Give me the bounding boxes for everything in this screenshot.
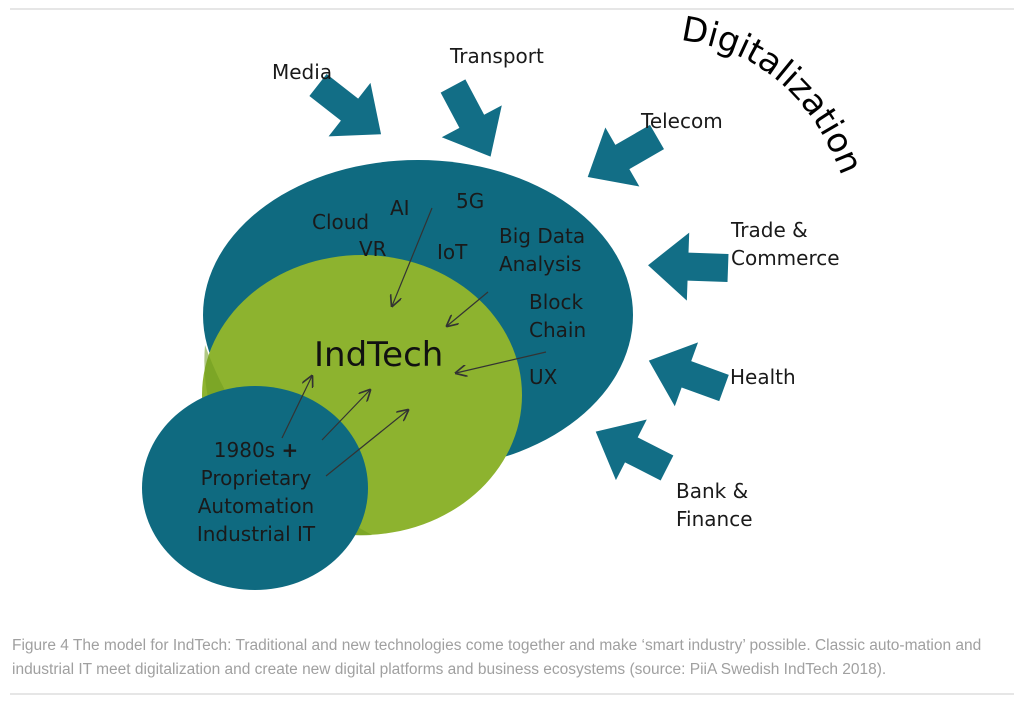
legacy-line1: 1980s +	[214, 438, 298, 462]
bank-arrow	[595, 419, 674, 481]
tech-blockchain-line2: Chain	[529, 318, 586, 342]
top-divider	[10, 8, 1014, 10]
ux-arrow	[456, 351, 547, 373]
domain-trade-line1: Trade &	[730, 218, 808, 242]
connector-arrows	[281, 207, 547, 477]
domain-bank-line1: Bank &	[676, 479, 748, 503]
media-arrow	[309, 73, 382, 137]
legacy-arrow-3	[325, 410, 408, 477]
domain-trade-line2: Commerce	[731, 246, 840, 270]
legacy-year: 1980s	[214, 438, 275, 462]
tech-iot: IoT	[437, 240, 468, 264]
domain-health: Health	[730, 365, 796, 389]
legacy-line2: Proprietary	[201, 466, 312, 490]
domain-telecom: Telecom	[640, 109, 723, 133]
domain-bank-line2: Finance	[676, 507, 753, 531]
tech-bigdata-line2: Analysis	[499, 252, 581, 276]
domain-arrows	[309, 73, 729, 481]
domain-transport: Transport	[449, 44, 544, 68]
legacy-line4: Industrial IT	[197, 522, 316, 546]
tech-cloud: Cloud	[312, 210, 369, 234]
tech-5g: 5G	[456, 189, 484, 213]
trade-arrow	[648, 232, 729, 301]
figure-caption: Figure 4 The model for IndTech: Traditio…	[12, 637, 982, 678]
bottom-divider	[10, 693, 1014, 695]
indtech-diagram: Media Transport Telecom Trade & Commerce…	[142, 9, 871, 590]
tech-bigdata-line1: Big Data	[499, 224, 585, 248]
legacy-line3: Automation	[198, 494, 314, 518]
tech-vr: VR	[359, 237, 387, 261]
digitalization-title: Digitalization	[679, 9, 871, 179]
ai-arrow	[392, 207, 433, 306]
legacy-arrow-2	[321, 390, 370, 441]
transport-arrow	[440, 79, 502, 157]
tech-blockchain-line1: Block	[529, 290, 584, 314]
tech-ai: AI	[390, 196, 410, 220]
legacy-plus: +	[281, 438, 298, 462]
domain-media: Media	[272, 60, 332, 84]
indtech-label: IndTech	[314, 335, 443, 375]
digitalization-title-path: Digitalization	[679, 9, 871, 179]
bigdata-arrow	[447, 291, 489, 326]
telecom-arrow	[587, 124, 664, 187]
tech-ux: UX	[529, 365, 558, 389]
health-arrow	[648, 342, 729, 407]
legacy-ellipse	[142, 386, 368, 590]
legacy-arrow-1	[281, 376, 312, 439]
